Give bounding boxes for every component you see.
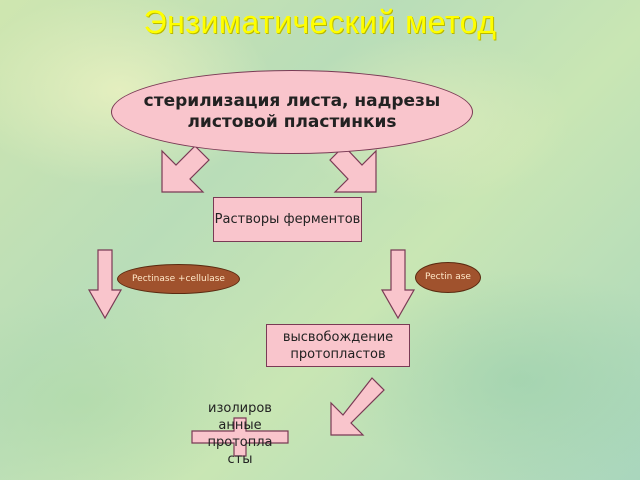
arrow-down-left-1 [161,145,210,193]
isolated-protoplasts-node: изолиров анные протопла сты [207,401,273,467]
plus-shape [191,417,289,457]
arrow-down-right-2 [380,249,416,320]
arrow-down-left-2 [87,249,123,320]
slide-title: Энзиматический метод [143,4,497,40]
pectinase-cellulase-node: Pectinase +cellulase [117,264,240,294]
protoplast-release-node: высвобождение протопластов [266,324,410,367]
sterilization-node: стерилизация листа, надрезы листовой пла… [111,70,473,154]
arrow-down-right-1 [329,145,377,193]
arrow-down-left-3 [330,377,385,436]
enzyme-solutions-node: Растворы ферментов [213,197,362,242]
pectinase-node: Pectin ase [415,262,481,293]
